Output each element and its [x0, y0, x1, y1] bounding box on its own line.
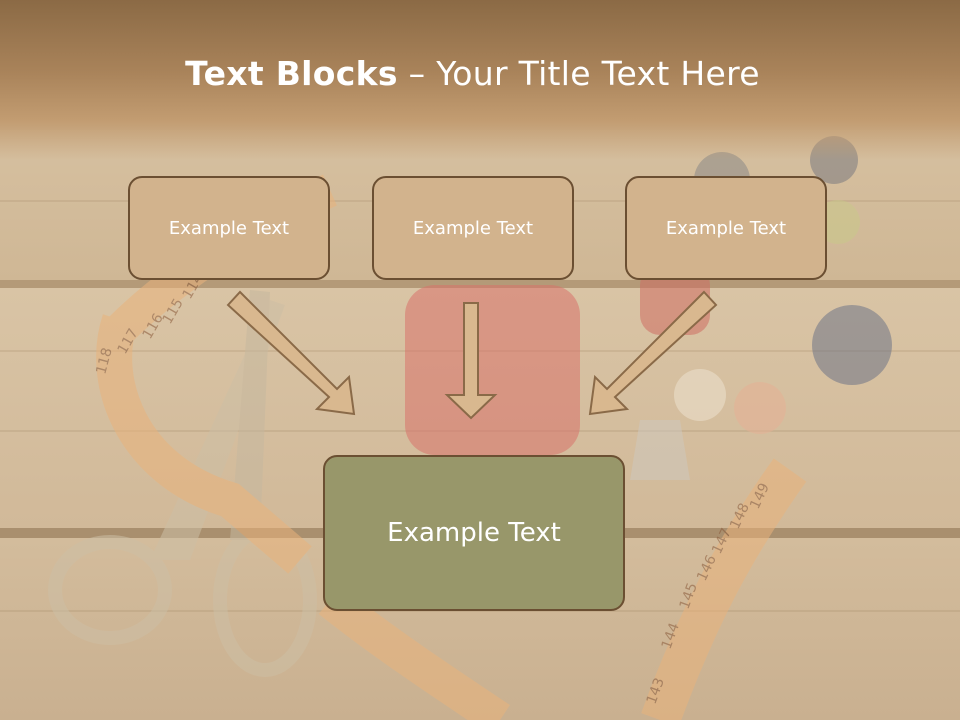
title-bold: Text Blocks	[185, 54, 398, 93]
text-block-label: Example Text	[665, 217, 787, 239]
tape-number: 118	[93, 346, 115, 376]
wood-grain	[0, 610, 960, 612]
scissors-icon	[48, 535, 172, 645]
scissors-blade	[230, 290, 270, 540]
plank-seam	[0, 280, 960, 288]
button-icon	[734, 382, 786, 434]
text-block-label: Example Text	[412, 217, 534, 239]
title-band	[0, 0, 960, 160]
tape-measure	[641, 458, 807, 720]
text-block-top-left[interactable]: Example Text	[128, 176, 330, 280]
text-block-top-right[interactable]: Example Text	[625, 176, 827, 280]
text-block-bottom[interactable]: Example Text	[323, 455, 625, 611]
text-block-label: Example Text	[168, 217, 290, 239]
arrow-center-down	[444, 302, 498, 420]
arrow-right-diagonal	[588, 290, 718, 416]
slide-title[interactable]: Text Blocks – Your Title Text Here	[0, 54, 945, 93]
arrow-left-diagonal	[226, 290, 356, 416]
tape-measure	[96, 314, 312, 574]
title-rest: Your Title Text Here	[436, 54, 760, 93]
button-icon	[816, 200, 860, 244]
button-icon	[674, 369, 726, 421]
text-block-top-center[interactable]: Example Text	[372, 176, 574, 280]
button-icon	[812, 305, 892, 385]
title-dash: –	[397, 54, 437, 93]
tape-measure	[318, 585, 510, 720]
text-block-label: Example Text	[387, 518, 561, 548]
thread-spool	[405, 285, 580, 455]
thimble-icon	[630, 420, 690, 480]
